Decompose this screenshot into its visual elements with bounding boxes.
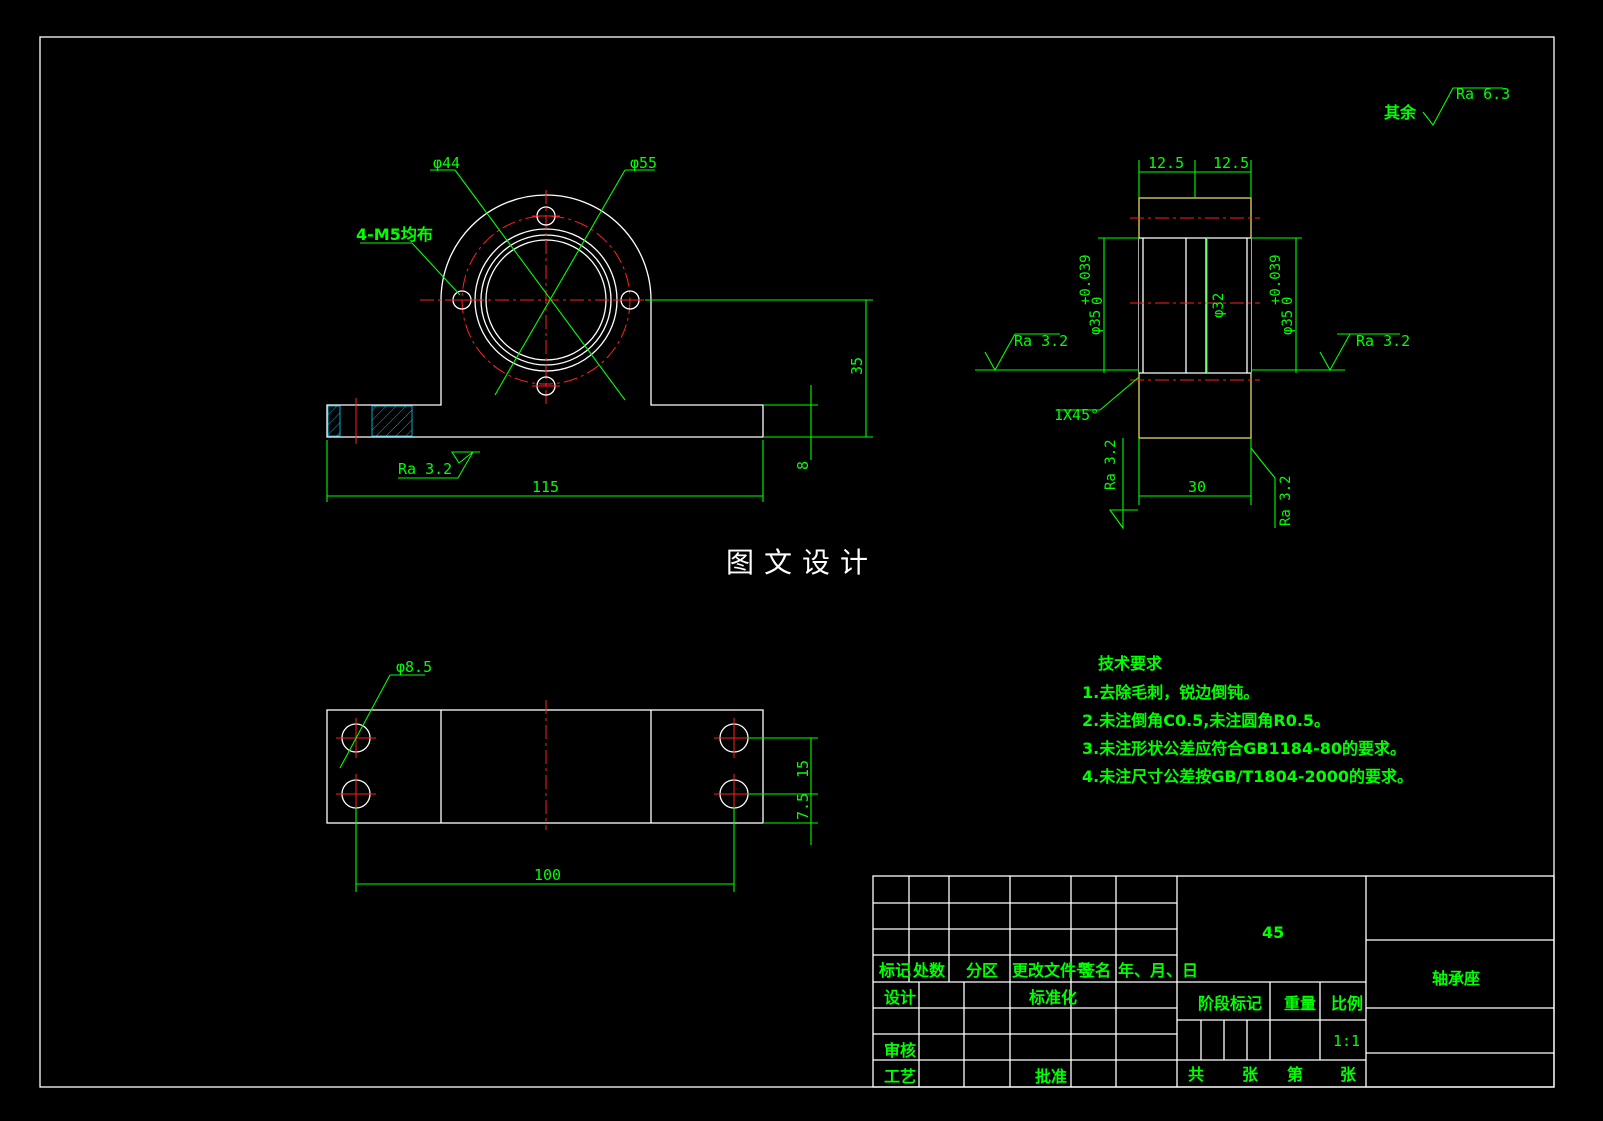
top-dim-15: 15 xyxy=(794,760,812,778)
tb-process: 工艺 xyxy=(884,1067,916,1086)
tb-review: 审核 xyxy=(884,1041,916,1060)
general-roughness-prefix: 其余 xyxy=(1384,103,1417,122)
front-view xyxy=(326,169,873,502)
tb-col-sign: 签名 xyxy=(1078,961,1111,980)
side-tol-left-low: 0 xyxy=(1090,297,1106,305)
general-roughness-value: Ra 6.3 xyxy=(1456,85,1510,103)
side-roughness-right: Ra 3.2 xyxy=(1356,332,1410,350)
tb-standard: 标准化 xyxy=(1028,988,1077,1007)
tech-req-item-4: 4.未注尺寸公差按GB/T1804-2000的要求。 xyxy=(1082,767,1413,786)
side-roughness-left: Ra 3.2 xyxy=(1014,332,1068,350)
tb-weight: 重量 xyxy=(1284,994,1316,1013)
material: 45 xyxy=(1262,923,1284,942)
side-tol-right: +0.039 xyxy=(1268,254,1284,305)
tb-sheets: 张 xyxy=(1242,1065,1259,1084)
tb-total: 共 xyxy=(1188,1065,1204,1084)
tb-col-doc: 更改文件号 xyxy=(1012,961,1092,980)
front-dim-length: 115 xyxy=(532,478,559,496)
top-dim-100: 100 xyxy=(534,866,561,884)
front-dia-inner: φ44 xyxy=(433,154,460,172)
tb-stage-mark: 阶段标记 xyxy=(1198,994,1262,1013)
tech-req-item-1: 1.去除毛刺，锐边倒钝。 xyxy=(1082,683,1259,702)
side-dim-width: 30 xyxy=(1188,478,1206,496)
tb-approve: 批准 xyxy=(1035,1067,1067,1086)
top-dim-75: 7.5 xyxy=(794,793,812,820)
title-block-grid xyxy=(872,875,1555,1088)
side-bore-right: φ35 xyxy=(1280,310,1296,335)
side-chamfer: 1X45° xyxy=(1054,406,1099,424)
front-roughness: Ra 3.2 xyxy=(398,460,452,478)
tb-sheets2: 张 xyxy=(1340,1065,1357,1084)
side-tol-right-low: 0 xyxy=(1280,297,1296,305)
tb-scale-label: 比例 xyxy=(1331,994,1363,1013)
side-width-b: 12.5 xyxy=(1213,154,1249,172)
general-roughness-symbol xyxy=(1422,87,1503,127)
side-bore-mid: φ32 xyxy=(1211,293,1227,318)
drawing-frame xyxy=(39,36,1555,1088)
side-bore-left: φ35 xyxy=(1088,310,1104,335)
front-dim-base: 8 xyxy=(794,461,812,470)
tb-design: 设计 xyxy=(884,988,916,1007)
top-hole-dia: φ8.5 xyxy=(396,658,432,676)
tb-col-mark: 标记 xyxy=(878,961,911,980)
top-view xyxy=(326,674,818,892)
side-width-a: 12.5 xyxy=(1148,154,1184,172)
front-dia-outer: φ55 xyxy=(630,154,657,172)
side-tol-left: +0.039 xyxy=(1078,254,1094,305)
watermark: 图文设计 xyxy=(726,546,878,579)
part-name: 轴承座 xyxy=(1432,969,1480,988)
tb-col-zone: 分区 xyxy=(966,961,998,980)
tech-req-item-2: 2.未注倒角C0.5,未注圆角R0.5。 xyxy=(1082,711,1330,730)
tech-req-item-3: 3.未注形状公差应符合GB1184-80的要求。 xyxy=(1082,739,1406,758)
front-holes-note: 4-M5均布 xyxy=(356,225,433,244)
tb-scale: 1:1 xyxy=(1333,1032,1360,1050)
tb-col-count: 处数 xyxy=(912,961,946,980)
tb-sheet-no: 第 xyxy=(1287,1065,1303,1084)
side-roughness-bottom-left: Ra 3.2 xyxy=(1103,439,1119,490)
tech-req-title: 技术要求 xyxy=(1098,654,1163,673)
side-view xyxy=(975,160,1400,530)
front-dim-height: 35 xyxy=(848,357,866,375)
tb-col-date: 年、月、日 xyxy=(1118,961,1198,980)
side-roughness-bottom-right: Ra 3.2 xyxy=(1278,475,1294,526)
